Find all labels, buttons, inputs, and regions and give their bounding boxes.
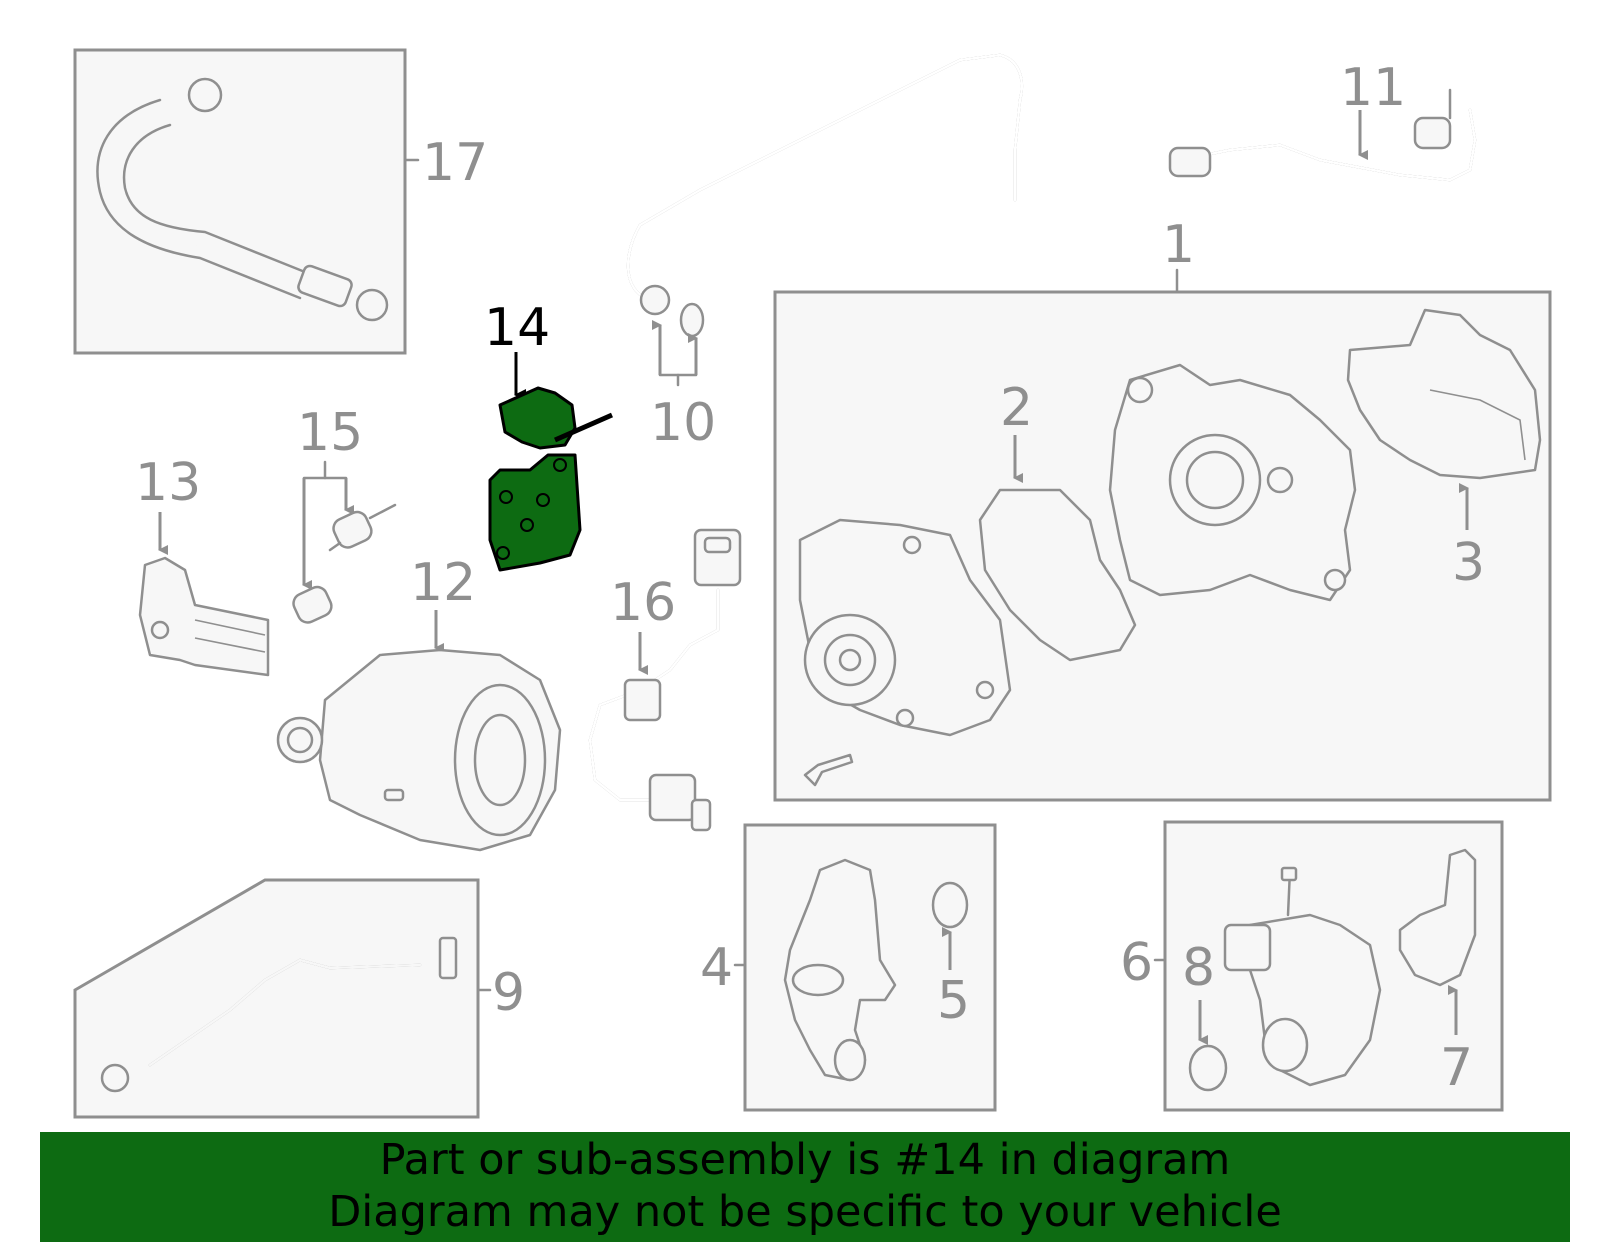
callout-6: 6 xyxy=(1120,933,1153,993)
callout-7: 7 xyxy=(1440,1038,1473,1098)
part-4-outlet-icon xyxy=(783,858,897,1082)
part-17-box xyxy=(73,48,407,355)
valve-icon xyxy=(332,510,373,549)
banner-line-1: Part or sub-assembly is #14 in diagram xyxy=(379,1135,1231,1185)
part-15-group[interactable]: 15 xyxy=(290,403,397,626)
part-13-bracket-icon xyxy=(138,556,270,677)
part-9-group[interactable]: 9 xyxy=(73,878,525,1119)
clamp-icon xyxy=(187,77,223,113)
callout-8: 8 xyxy=(1182,938,1215,998)
callout-1: 1 xyxy=(1162,215,1195,275)
part-14-sensor-icon xyxy=(498,386,577,450)
part-13-group[interactable]: 13 xyxy=(135,453,270,677)
part-2-gasket-icon xyxy=(978,488,1137,662)
part-9-hose-icon xyxy=(148,958,422,1067)
callout-14: 14 xyxy=(484,298,550,358)
part-7-gasket-icon xyxy=(1398,848,1477,987)
banner-line-2: Diagram may not be specific to your vehi… xyxy=(328,1187,1282,1237)
part-3-gasket-icon xyxy=(1346,308,1542,480)
callout-13: 13 xyxy=(135,453,201,513)
callout-10: 10 xyxy=(650,393,716,453)
part-8-o-ring-icon xyxy=(1188,1044,1228,1092)
part-11-pipe-icon xyxy=(1178,108,1477,182)
part-10-pipe-icon xyxy=(626,53,1024,302)
callout-16: 16 xyxy=(610,573,676,633)
part-4-group[interactable]: 4 5 xyxy=(700,823,997,1112)
part-1-group[interactable]: 1 2 3 xyxy=(773,215,1552,802)
callout-15: 15 xyxy=(297,403,363,463)
part-6-group[interactable]: 6 7 8 xyxy=(1120,820,1504,1112)
part-11-group[interactable]: 11 xyxy=(1168,58,1477,182)
info-banner: Part or sub-assembly is #14 in diagram D… xyxy=(40,1132,1570,1242)
part-10-group[interactable]: 10 xyxy=(626,53,1024,453)
callout-9: 9 xyxy=(492,963,525,1023)
callout-12: 12 xyxy=(410,553,476,613)
callout-3: 3 xyxy=(1452,533,1485,593)
part-9-box xyxy=(73,878,480,1119)
callout-5: 5 xyxy=(937,971,970,1031)
o-ring-icon xyxy=(679,302,705,338)
part-17-hose-icon xyxy=(101,110,302,287)
part-17-group[interactable]: 17 xyxy=(73,48,488,355)
part-16-group[interactable]: 16 xyxy=(588,528,742,832)
part-5-o-ring-icon xyxy=(931,881,969,929)
callout-4: 4 xyxy=(700,938,733,998)
bolt-icon xyxy=(803,753,854,787)
callout-2: 2 xyxy=(1000,378,1033,438)
callout-17: 17 xyxy=(422,133,488,193)
callout-11: 11 xyxy=(1340,58,1406,118)
part-14-group[interactable]: 14 xyxy=(484,298,614,572)
part-14-bracket-icon xyxy=(488,453,582,572)
part-12-group[interactable]: 12 xyxy=(276,553,562,852)
